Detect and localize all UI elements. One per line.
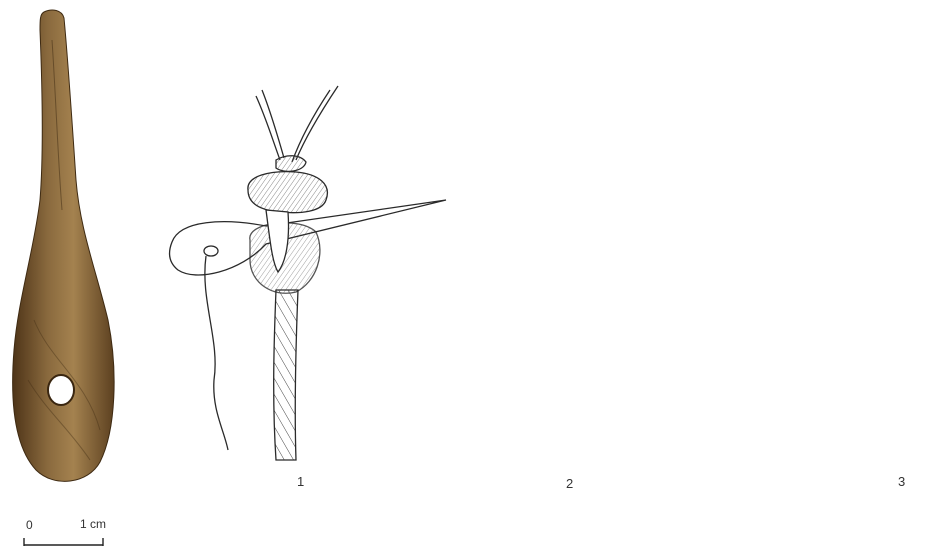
panel-label-2: 2 [566, 476, 573, 491]
illustration-1 [170, 86, 446, 460]
wooden-tool-photo [13, 10, 114, 481]
scale-start-label: 0 [26, 518, 33, 532]
scale-end-label: 1 cm [80, 517, 106, 531]
scale-bar [24, 538, 103, 546]
panel-label-3: 3 [898, 474, 905, 489]
tool-hole [48, 375, 74, 405]
panel-label-1: 1 [297, 474, 304, 489]
